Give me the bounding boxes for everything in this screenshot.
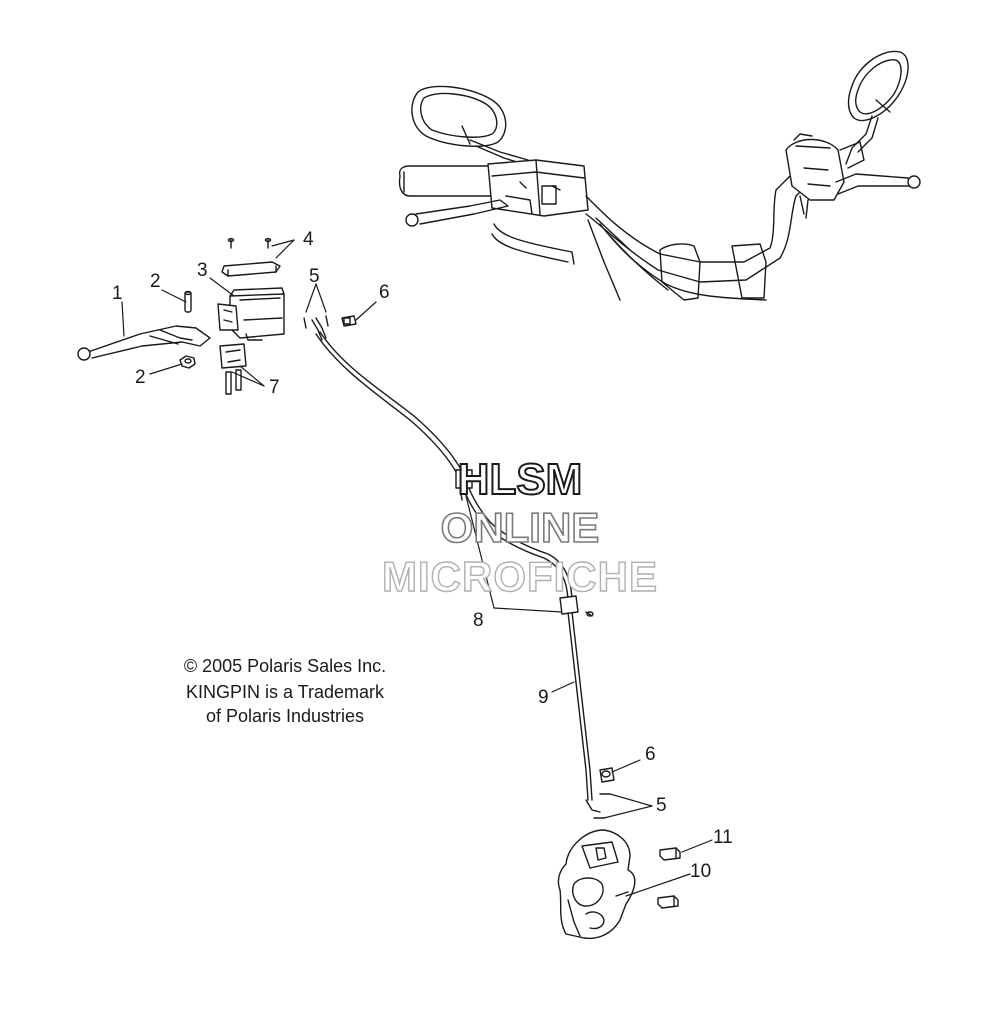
handlebar-assembly [398,50,921,301]
callout-2-lower: 2 [135,367,146,388]
callout-1: 1 [112,283,123,304]
watermark-line-3: MICROFICHE [381,553,658,600]
callout-10: 10 [690,861,712,882]
part-7-clamp [219,343,247,369]
watermark-line-1: HLSM [457,455,584,504]
part-6-banjo-bolt-lower [599,767,615,783]
callout-5-upper: 5 [309,266,320,287]
part-4-cover-screws [227,237,272,249]
leader-lines [121,239,713,897]
copyright-line-2: KINGPIN is a Trademark [185,682,385,702]
callout-5-lower: 5 [656,795,667,816]
left-grip [398,165,499,197]
part-7-clamp-bolts [225,369,242,395]
callout-11: 11 [713,827,733,848]
callout-4: 4 [303,229,314,250]
right-mirror [845,50,909,165]
callout-6-lower: 6 [645,744,656,765]
watermark-line-2: ONLINE [440,504,600,551]
callout-8: 8 [473,610,484,631]
copyright-line-1: © 2005 Polaris Sales Inc. [183,656,387,676]
part-6-banjo-bolt-upper [341,315,357,327]
part-11-caliper-bolts [657,847,681,909]
part-4-reservoir-cover [221,261,281,277]
part-10-brake-caliper [557,829,636,940]
part-5-washers-upper [303,315,329,329]
part-8-clip [559,595,594,617]
right-control-housing [785,133,865,219]
part-2-nut [179,355,196,369]
master-cylinder-exploded [77,237,357,395]
right-brake-lever [835,173,913,195]
callout-3: 3 [197,260,208,281]
left-master-cylinder [487,159,589,217]
callout-2-upper: 2 [150,271,161,292]
callout-9: 9 [538,687,549,708]
part-1-lever [87,325,211,359]
part-5-washers-lower [593,793,611,819]
left-brake-lever [415,199,509,225]
callout-7: 7 [269,377,280,398]
part-3-master-cylinder [217,287,285,341]
handlebar-tube [585,175,791,263]
callout-6-upper: 6 [379,282,390,303]
copyright-line-3: of Polaris Industries [205,706,365,726]
